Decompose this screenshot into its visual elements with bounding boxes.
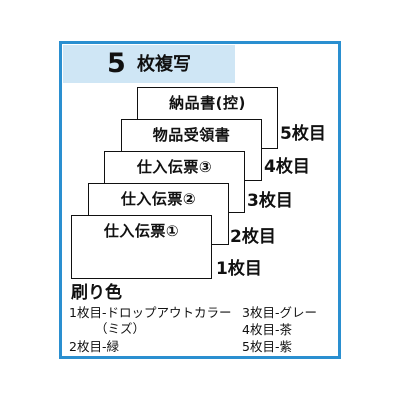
copy-label-4: 4枚目 xyxy=(264,157,310,177)
print-color-sheet-5: 5枚目-紫 xyxy=(242,339,292,354)
product-spec-frame: 5 枚複写 納品書(控) 物品受領書 仕入伝票③ 仕入伝票② 仕入伝票① 5枚目… xyxy=(59,41,341,359)
sheet-4-title: 物品受領書 xyxy=(152,126,231,144)
print-color-sheet-4: 4枚目-茶 xyxy=(242,322,292,337)
sheet-1-title: 仕入伝票① xyxy=(103,222,180,240)
print-color-sheet-2: 2枚目-緑 xyxy=(69,339,119,354)
copy-count-band: 5 枚複写 xyxy=(63,45,235,83)
sheet-5-title: 納品書(控) xyxy=(169,94,246,112)
sheet-2-title: 仕入伝票② xyxy=(120,190,197,208)
copy-count-number: 5 xyxy=(107,48,126,79)
print-color-sheet-1: 1枚目-ドロップアウトカラー xyxy=(69,305,232,320)
copy-label-2: 2枚目 xyxy=(230,227,276,247)
copy-label-3: 3枚目 xyxy=(247,191,293,211)
sheet-1: 仕入伝票① xyxy=(71,215,212,279)
copy-label-1: 1枚目 xyxy=(216,259,262,279)
copy-count-label: 枚複写 xyxy=(137,54,191,75)
print-color-sheet-3: 3枚目-グレー xyxy=(242,305,317,320)
sheet-3-title: 仕入伝票③ xyxy=(136,158,213,176)
print-color-sheet-1-note: （ミズ） xyxy=(95,321,146,336)
copy-label-5: 5枚目 xyxy=(280,124,326,144)
print-color-heading: 刷り色 xyxy=(71,283,122,303)
